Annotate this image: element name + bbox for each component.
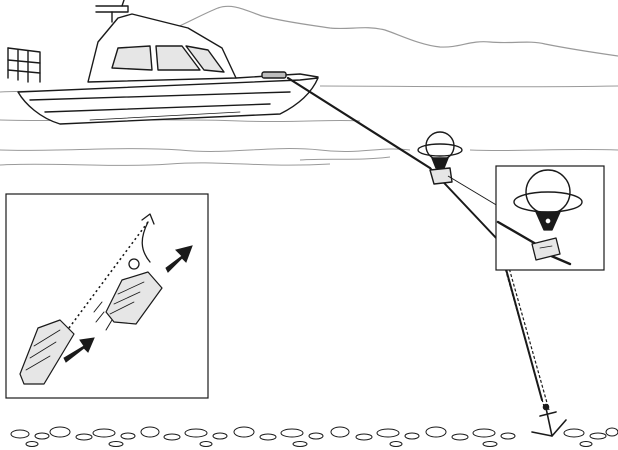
- chain: [499, 249, 550, 411]
- inset-buoy-detail: [447, 165, 605, 271]
- boat-start: [19, 319, 75, 385]
- direction-arrow-forward: [165, 245, 193, 273]
- callout-leader: [447, 175, 499, 207]
- mountain-range: [149, 5, 618, 57]
- swing-arc-arrow: [128, 213, 155, 270]
- pulley-ring: [531, 211, 561, 261]
- boat-moving: [93, 271, 163, 331]
- cabin-cruiser-boat: [7, 0, 319, 125]
- direction-arrow-start: [63, 337, 95, 363]
- anchor: [531, 403, 567, 437]
- float-buoy: [417, 131, 463, 185]
- lake-bottom-rocks: [0, 426, 618, 450]
- inset-retrieval-steps: [5, 193, 209, 399]
